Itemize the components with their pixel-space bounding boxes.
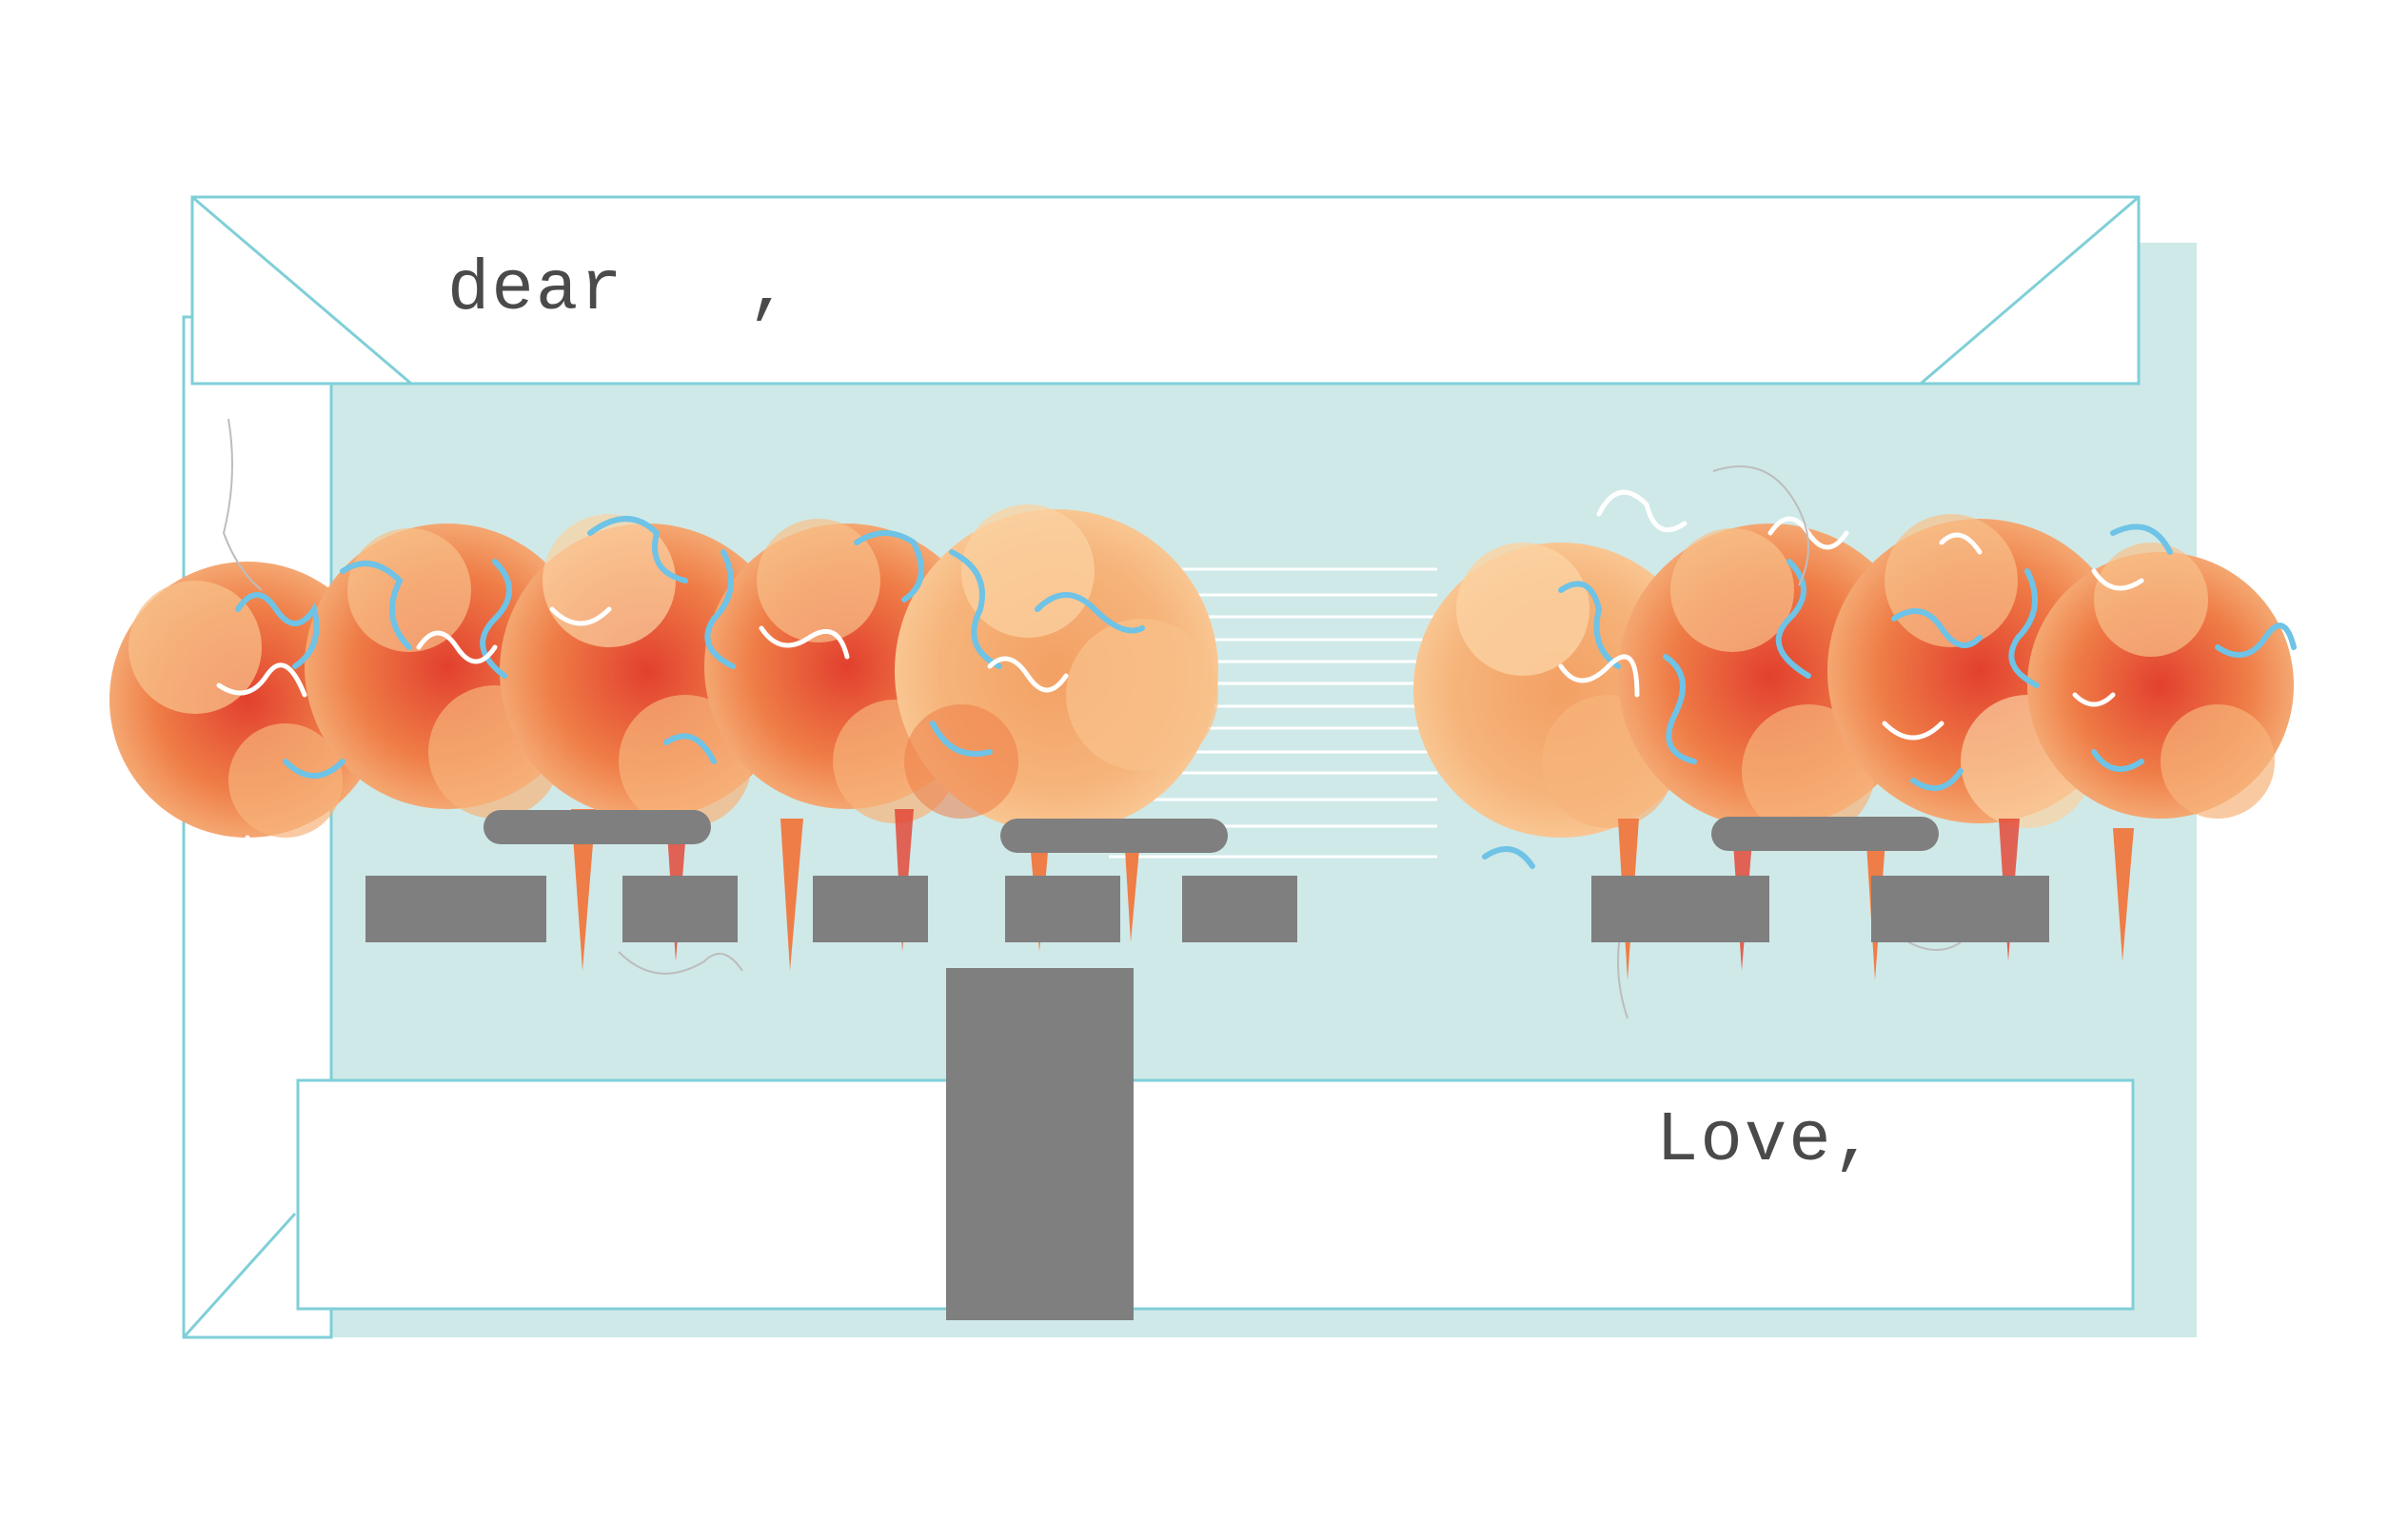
- redaction-block: [1591, 876, 1769, 942]
- top-band-fold-left: [191, 195, 412, 385]
- redaction-blocks: [365, 810, 2049, 1320]
- redaction-block: [813, 876, 928, 942]
- redaction-bar: [484, 810, 711, 844]
- left-flap-fold: [182, 1212, 297, 1339]
- redaction-bar: [1000, 819, 1228, 853]
- marigold-flower-icon: [1413, 465, 2297, 1019]
- redaction-block: [622, 876, 738, 942]
- bottom-band: [296, 1078, 2135, 1311]
- redaction-block: [365, 876, 546, 942]
- top-band: [190, 195, 2141, 385]
- greeting-punct: ,: [747, 250, 793, 330]
- redaction-block: [1182, 876, 1297, 942]
- redaction-bar: [1711, 817, 1939, 851]
- top-band-fold-right: [1920, 195, 2140, 385]
- greeting-line: dear,: [447, 255, 792, 326]
- redaction-pillar: [946, 968, 1134, 1320]
- marigold-flower-icon: [109, 418, 1218, 975]
- redaction-block: [1871, 876, 2049, 942]
- greeting-word: dear: [447, 250, 624, 330]
- signoff-text: Love,: [1656, 1101, 1878, 1181]
- redaction-block: [1005, 876, 1120, 942]
